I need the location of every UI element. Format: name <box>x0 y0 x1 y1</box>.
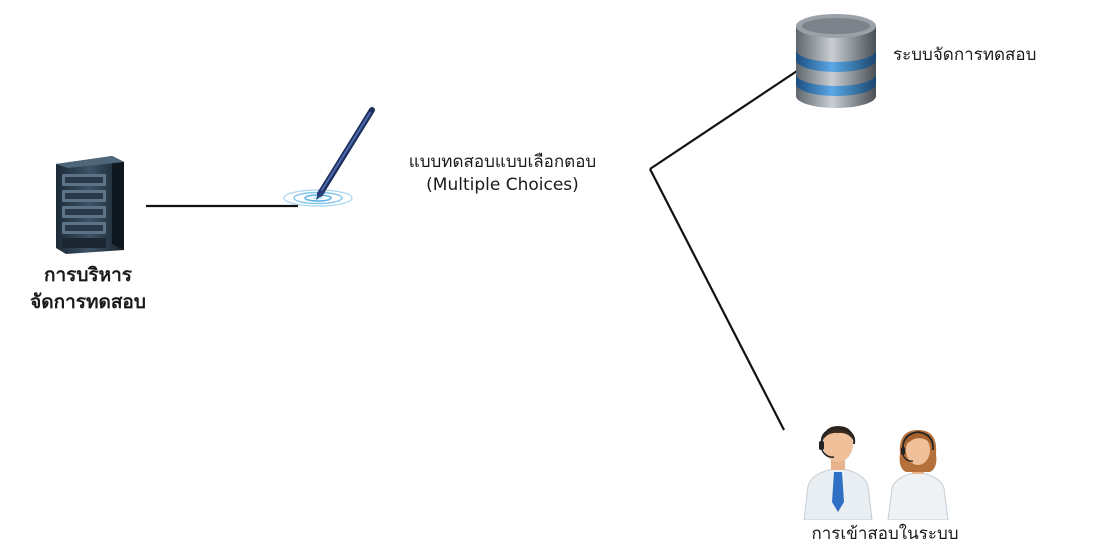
pen-icon <box>282 104 382 210</box>
server-label-line1: การบริหาร <box>43 264 133 286</box>
database-icon <box>790 8 882 112</box>
database-node-label: ระบบจัดการทดสอบ <box>893 45 1037 65</box>
server-label-line2: จัดการทดสอบ <box>30 291 146 313</box>
center-node-label: แบบทดสอบแบบเลือกตอบ (Multiple Choices) <box>355 151 650 197</box>
users-node-label: การเข้าสอบในระบบ <box>811 524 959 544</box>
connector-hub-to-database <box>649 56 819 170</box>
connector-hub-to-users <box>649 168 785 431</box>
users-icon <box>798 424 962 521</box>
server-node-label: การบริหาร จัดการทดสอบ <box>0 262 176 316</box>
center-label-line1: แบบทดสอบแบบเลือกตอบ <box>408 152 597 172</box>
center-label-line2: (Multiple Choices) <box>426 175 579 195</box>
server-rack-icon <box>52 152 128 256</box>
